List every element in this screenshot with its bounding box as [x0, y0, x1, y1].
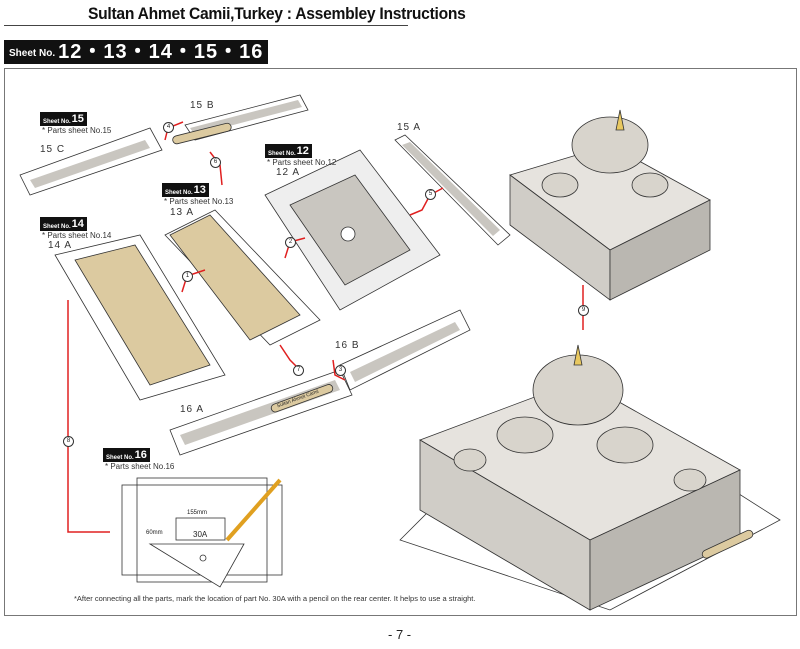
sheet-tag-12: Sheet No.12	[265, 144, 312, 158]
part-label-14a: 14 A	[48, 240, 73, 251]
sheet-note-13: * Parts sheet No.13	[164, 197, 234, 206]
part-30a-label: 30A	[193, 530, 208, 539]
sheet-tag-number: 13	[193, 184, 206, 196]
nameplate-large	[701, 529, 754, 559]
page-title: Sultan Ahmet Camii,Turkey : Assembley In…	[88, 4, 466, 23]
sheet-banner-numbers: 12・13・14・15・16	[58, 41, 264, 63]
sheet-tag-number: 12	[296, 145, 309, 157]
step-marker-1: 1	[182, 271, 193, 282]
step-marker-2: 2	[285, 237, 296, 248]
sheet-tag-14: Sheet No.14	[40, 217, 87, 231]
sheet-note-14: * Parts sheet No.14	[42, 231, 112, 240]
part-label-16a: 16 A	[180, 404, 205, 415]
page-number: - 7 -	[388, 627, 412, 642]
sheet-note-12: * Parts sheet No.12	[267, 158, 337, 167]
part-label-15b: 15 B	[190, 100, 215, 111]
part-label-15c: 15 C	[40, 144, 66, 155]
sheet-tag-number: 14	[71, 218, 84, 230]
sheet-tag-prefix: Sheet No.	[106, 455, 134, 461]
instruction-frame	[4, 68, 797, 616]
title-divider	[4, 25, 408, 26]
sheet-tag-number: 16	[134, 449, 147, 461]
dimension-height: 60mm	[146, 530, 163, 536]
sheet-tag-16: Sheet No.16	[103, 448, 150, 462]
sheet-note-15: * Parts sheet No.15	[42, 126, 112, 135]
step-marker-9: 9	[578, 305, 589, 316]
nameplate-16a	[270, 384, 334, 413]
part-label-13a: 13 A	[170, 207, 195, 218]
marking-diagram	[121, 477, 283, 588]
sheet-tag-number: 15	[71, 113, 84, 125]
step-marker-7: 7	[293, 365, 304, 376]
sheet-tag-prefix: Sheet No.	[43, 119, 71, 125]
footnote: *After connecting all the parts, mark th…	[74, 594, 476, 603]
step-marker-3: 3	[335, 365, 346, 376]
mosque-large	[399, 344, 781, 611]
step-marker-4: 4	[163, 122, 174, 133]
step-marker-5: 5	[425, 189, 436, 200]
sheet-tag-prefix: Sheet No.	[43, 224, 71, 230]
sheet-banner-prefix: Sheet No.	[9, 48, 56, 59]
dimension-width: 155mm	[187, 510, 208, 516]
mosque-small	[509, 109, 711, 301]
part-label-12a: 12 A	[276, 167, 301, 178]
sheet-note-16: * Parts sheet No.16	[105, 462, 175, 471]
sheet-banner: Sheet No. 12・13・14・15・16	[4, 40, 269, 64]
sheet-tag-13: Sheet No.13	[162, 183, 209, 197]
step-marker-6: 6	[210, 157, 221, 168]
part-label-15a: 15 A	[397, 122, 422, 133]
nameplate-15b	[172, 122, 232, 145]
sheet-tag-prefix: Sheet No.	[165, 190, 193, 196]
step-marker-8: 8	[63, 436, 74, 447]
sheet-tag-prefix: Sheet No.	[268, 151, 296, 157]
sheet-tag-15: Sheet No.15	[40, 112, 87, 126]
part-label-16b: 16 B	[335, 340, 360, 351]
